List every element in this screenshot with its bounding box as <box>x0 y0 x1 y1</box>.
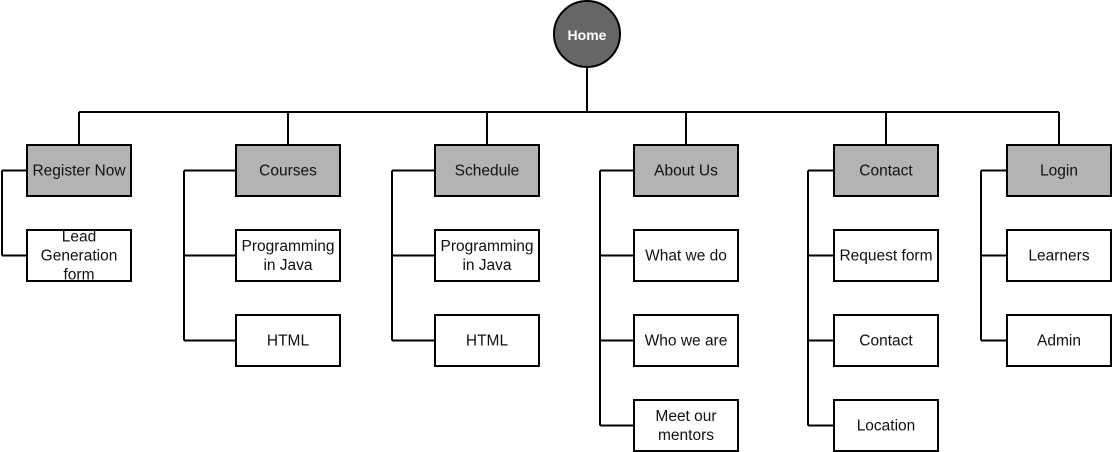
category-schedule: Schedule <box>434 144 540 197</box>
connector-lines <box>1 67 1060 427</box>
page-who-we-are: Who we are <box>633 314 739 367</box>
page-html-box <box>235 314 341 367</box>
category-about-us: About Us <box>633 144 739 197</box>
page-contact-label: Contact <box>859 332 913 349</box>
page-location: Location <box>833 399 939 452</box>
category-about-us-label: About Us <box>654 162 718 179</box>
page-programming-in-java-box <box>235 229 341 282</box>
page-what-we-do-box <box>633 229 739 282</box>
category-contact: Contact <box>833 144 939 197</box>
category-courses: Courses <box>235 144 341 197</box>
page-request-form: Request form <box>833 229 939 282</box>
category-register-now: Register Now <box>26 144 132 197</box>
home-node: Home <box>553 0 621 68</box>
category-login-label: Login <box>1040 162 1078 179</box>
page-learners-box <box>1006 229 1112 282</box>
category-contact-label: Contact <box>859 162 913 179</box>
page-meet-our-mentors-box <box>633 399 739 452</box>
home-label: Home <box>568 27 607 43</box>
page-html-label: HTML <box>267 332 310 349</box>
page-html-box <box>434 314 540 367</box>
page-who-we-are-label: Who we are <box>645 332 728 349</box>
category-courses-label: Courses <box>259 162 317 179</box>
page-lead-generation-form-box <box>26 229 132 282</box>
category-register-now-box <box>26 144 132 197</box>
category-login: Login <box>1006 144 1112 197</box>
category-contact-box <box>833 144 939 197</box>
page-request-form-label: Request form <box>839 247 932 264</box>
category-schedule-box <box>434 144 540 197</box>
page-admin-box <box>1006 314 1112 367</box>
category-about-us-box <box>633 144 739 197</box>
page-contact: Contact <box>833 314 939 367</box>
home-circle <box>553 0 621 68</box>
page-html: HTML <box>434 314 540 367</box>
category-register-now-label: Register Now <box>32 162 126 179</box>
category-courses-box <box>235 144 341 197</box>
page-what-we-do: What we do <box>633 229 739 282</box>
page-html-label: HTML <box>466 332 509 349</box>
page-learners-label: Learners <box>1028 247 1089 264</box>
page-request-form-box <box>833 229 939 282</box>
page-admin-label: Admin <box>1037 332 1081 349</box>
page-contact-box <box>833 314 939 367</box>
page-admin: Admin <box>1006 314 1112 367</box>
page-what-we-do-label: What we do <box>645 247 727 264</box>
page-who-we-are-box <box>633 314 739 367</box>
page-location-box <box>833 399 939 452</box>
page-html: HTML <box>235 314 341 367</box>
page-learners: Learners <box>1006 229 1112 282</box>
page-programming-in-java-box <box>434 229 540 282</box>
category-schedule-label: Schedule <box>455 162 520 179</box>
category-login-box <box>1006 144 1112 197</box>
page-location-label: Location <box>857 417 916 434</box>
